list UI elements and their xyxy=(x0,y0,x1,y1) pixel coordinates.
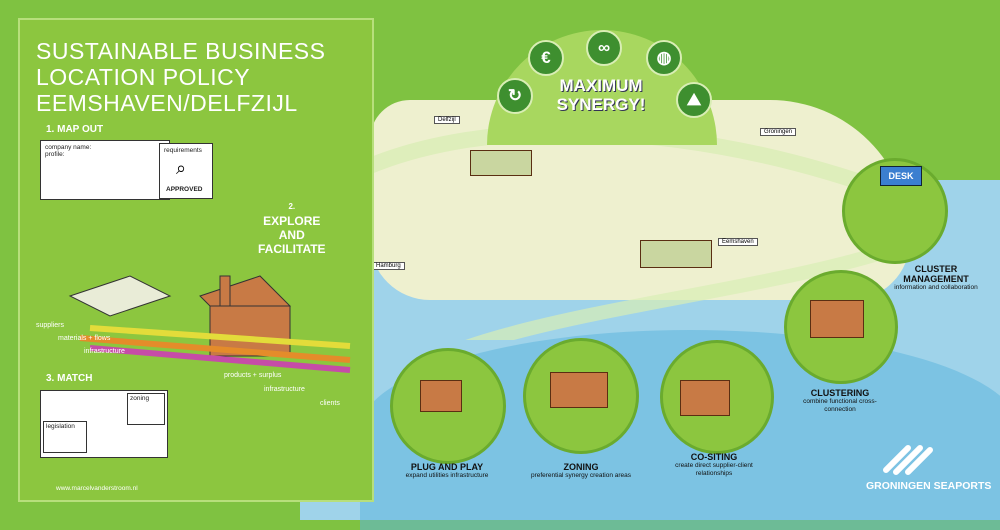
footprint-icon: ∞ xyxy=(586,30,622,66)
stage-cluster-management: CLUSTER MANAGEMENT information and colla… xyxy=(886,264,986,292)
town-eemshaven: Eemshaven xyxy=(718,238,758,246)
stage-desc: information and collaboration xyxy=(894,284,978,291)
step-map-out: 1. MAP OUT xyxy=(46,124,104,135)
town-hamburg: Hamburg xyxy=(372,262,405,270)
step-explore: 2. EXPLORE AND FACILITATE xyxy=(258,198,326,256)
flow-label-infrastructure-in: infrastructure xyxy=(84,348,125,355)
stage-title: ZONING xyxy=(563,462,599,472)
synergy-title: MAXIMUM SYNERGY! xyxy=(546,76,656,114)
stage-title: CO-SITING xyxy=(690,452,738,462)
town-groningen: Groningen xyxy=(760,128,797,136)
stage-clustering: CLUSTERING combine functional cross-conn… xyxy=(790,388,890,414)
magnifier-icon: ⌕ xyxy=(176,158,187,178)
euro-icon: € xyxy=(528,40,564,76)
credit-text: www.marcelvanderstroom.nl xyxy=(56,485,138,492)
stage-title: CLUSTERING xyxy=(810,388,870,398)
zoning-box: zoning xyxy=(127,393,165,425)
step2-line-1: 2. xyxy=(288,202,296,211)
zoning-icon xyxy=(550,372,608,408)
stage-desc: combine functional cross-connection xyxy=(803,398,877,413)
requirements-box: requirements ⌕ APPROVED xyxy=(159,143,213,199)
legislation-label: legislation xyxy=(46,423,75,430)
company-label: company name: profile: xyxy=(45,144,92,158)
plug-and-play-icon xyxy=(420,380,462,412)
synergy-line-2: SYNERGY! xyxy=(556,95,646,114)
synergy-line-1: MAXIMUM xyxy=(559,76,643,95)
legislation-box: legislation xyxy=(43,421,87,453)
recycle-icon: ↻ xyxy=(497,78,533,114)
stage-title: CLUSTER MANAGEMENT xyxy=(903,264,969,284)
zoning-label: zoning xyxy=(130,395,150,402)
flow-label-products: products + surplus xyxy=(224,372,282,379)
stage-title: PLUG AND PLAY xyxy=(410,462,484,472)
town-delfzijl: Delfzijl xyxy=(434,116,460,124)
globe-icon: ◍ xyxy=(646,40,682,76)
desk-sign: DESK xyxy=(880,166,922,186)
eemshaven-industry xyxy=(640,240,712,268)
map-out-card: company name: profile: requirements ⌕ AP… xyxy=(40,140,213,200)
title-line-1: SUSTAINABLE BUSINESS xyxy=(36,38,326,64)
match-card: zoning legislation xyxy=(40,390,168,458)
seaports-logo-icon xyxy=(883,445,933,475)
factory-illustration xyxy=(68,275,351,373)
stage-desc: expand utilities infrastructure xyxy=(405,472,489,479)
landscape-icon: ⛰ xyxy=(676,82,712,118)
flow-label-materials: materials + flows xyxy=(58,335,111,342)
title-line-2: LOCATION POLICY xyxy=(36,64,251,90)
stage-plug-and-play: PLUG AND PLAY expand utilities infrastru… xyxy=(392,462,502,480)
flow-label-infrastructure-out: infrastructure xyxy=(264,386,305,393)
requirements-label: requirements xyxy=(164,147,202,154)
stage-desc: create direct supplier-client relationsh… xyxy=(675,462,753,477)
step2-line-4: FACILITATE xyxy=(258,242,326,256)
title-line-3: EEMSHAVEN/DELFZIJL xyxy=(36,90,298,116)
co-siting-icon xyxy=(680,380,730,416)
delfzijl-industry xyxy=(470,150,532,176)
approved-label: APPROVED xyxy=(166,186,203,193)
step2-line-3: AND xyxy=(278,228,305,242)
flow-label-suppliers: suppliers xyxy=(36,322,65,329)
stage-co-siting: CO-SITING create direct supplier-client … xyxy=(660,452,768,478)
panel-title: SUSTAINABLE BUSINESS LOCATION POLICY EEM… xyxy=(36,38,326,116)
step2-line-2: EXPLORE xyxy=(263,214,321,228)
stage-desc: preferential synergy creation areas xyxy=(530,472,632,479)
stage-zoning: ZONING preferential synergy creation are… xyxy=(526,462,636,480)
step-match: 3. MATCH xyxy=(46,373,93,384)
clustering-icon xyxy=(810,300,864,338)
brand-name: GRONINGEN SEAPORTS xyxy=(866,480,992,492)
flow-label-clients: clients xyxy=(320,400,340,407)
